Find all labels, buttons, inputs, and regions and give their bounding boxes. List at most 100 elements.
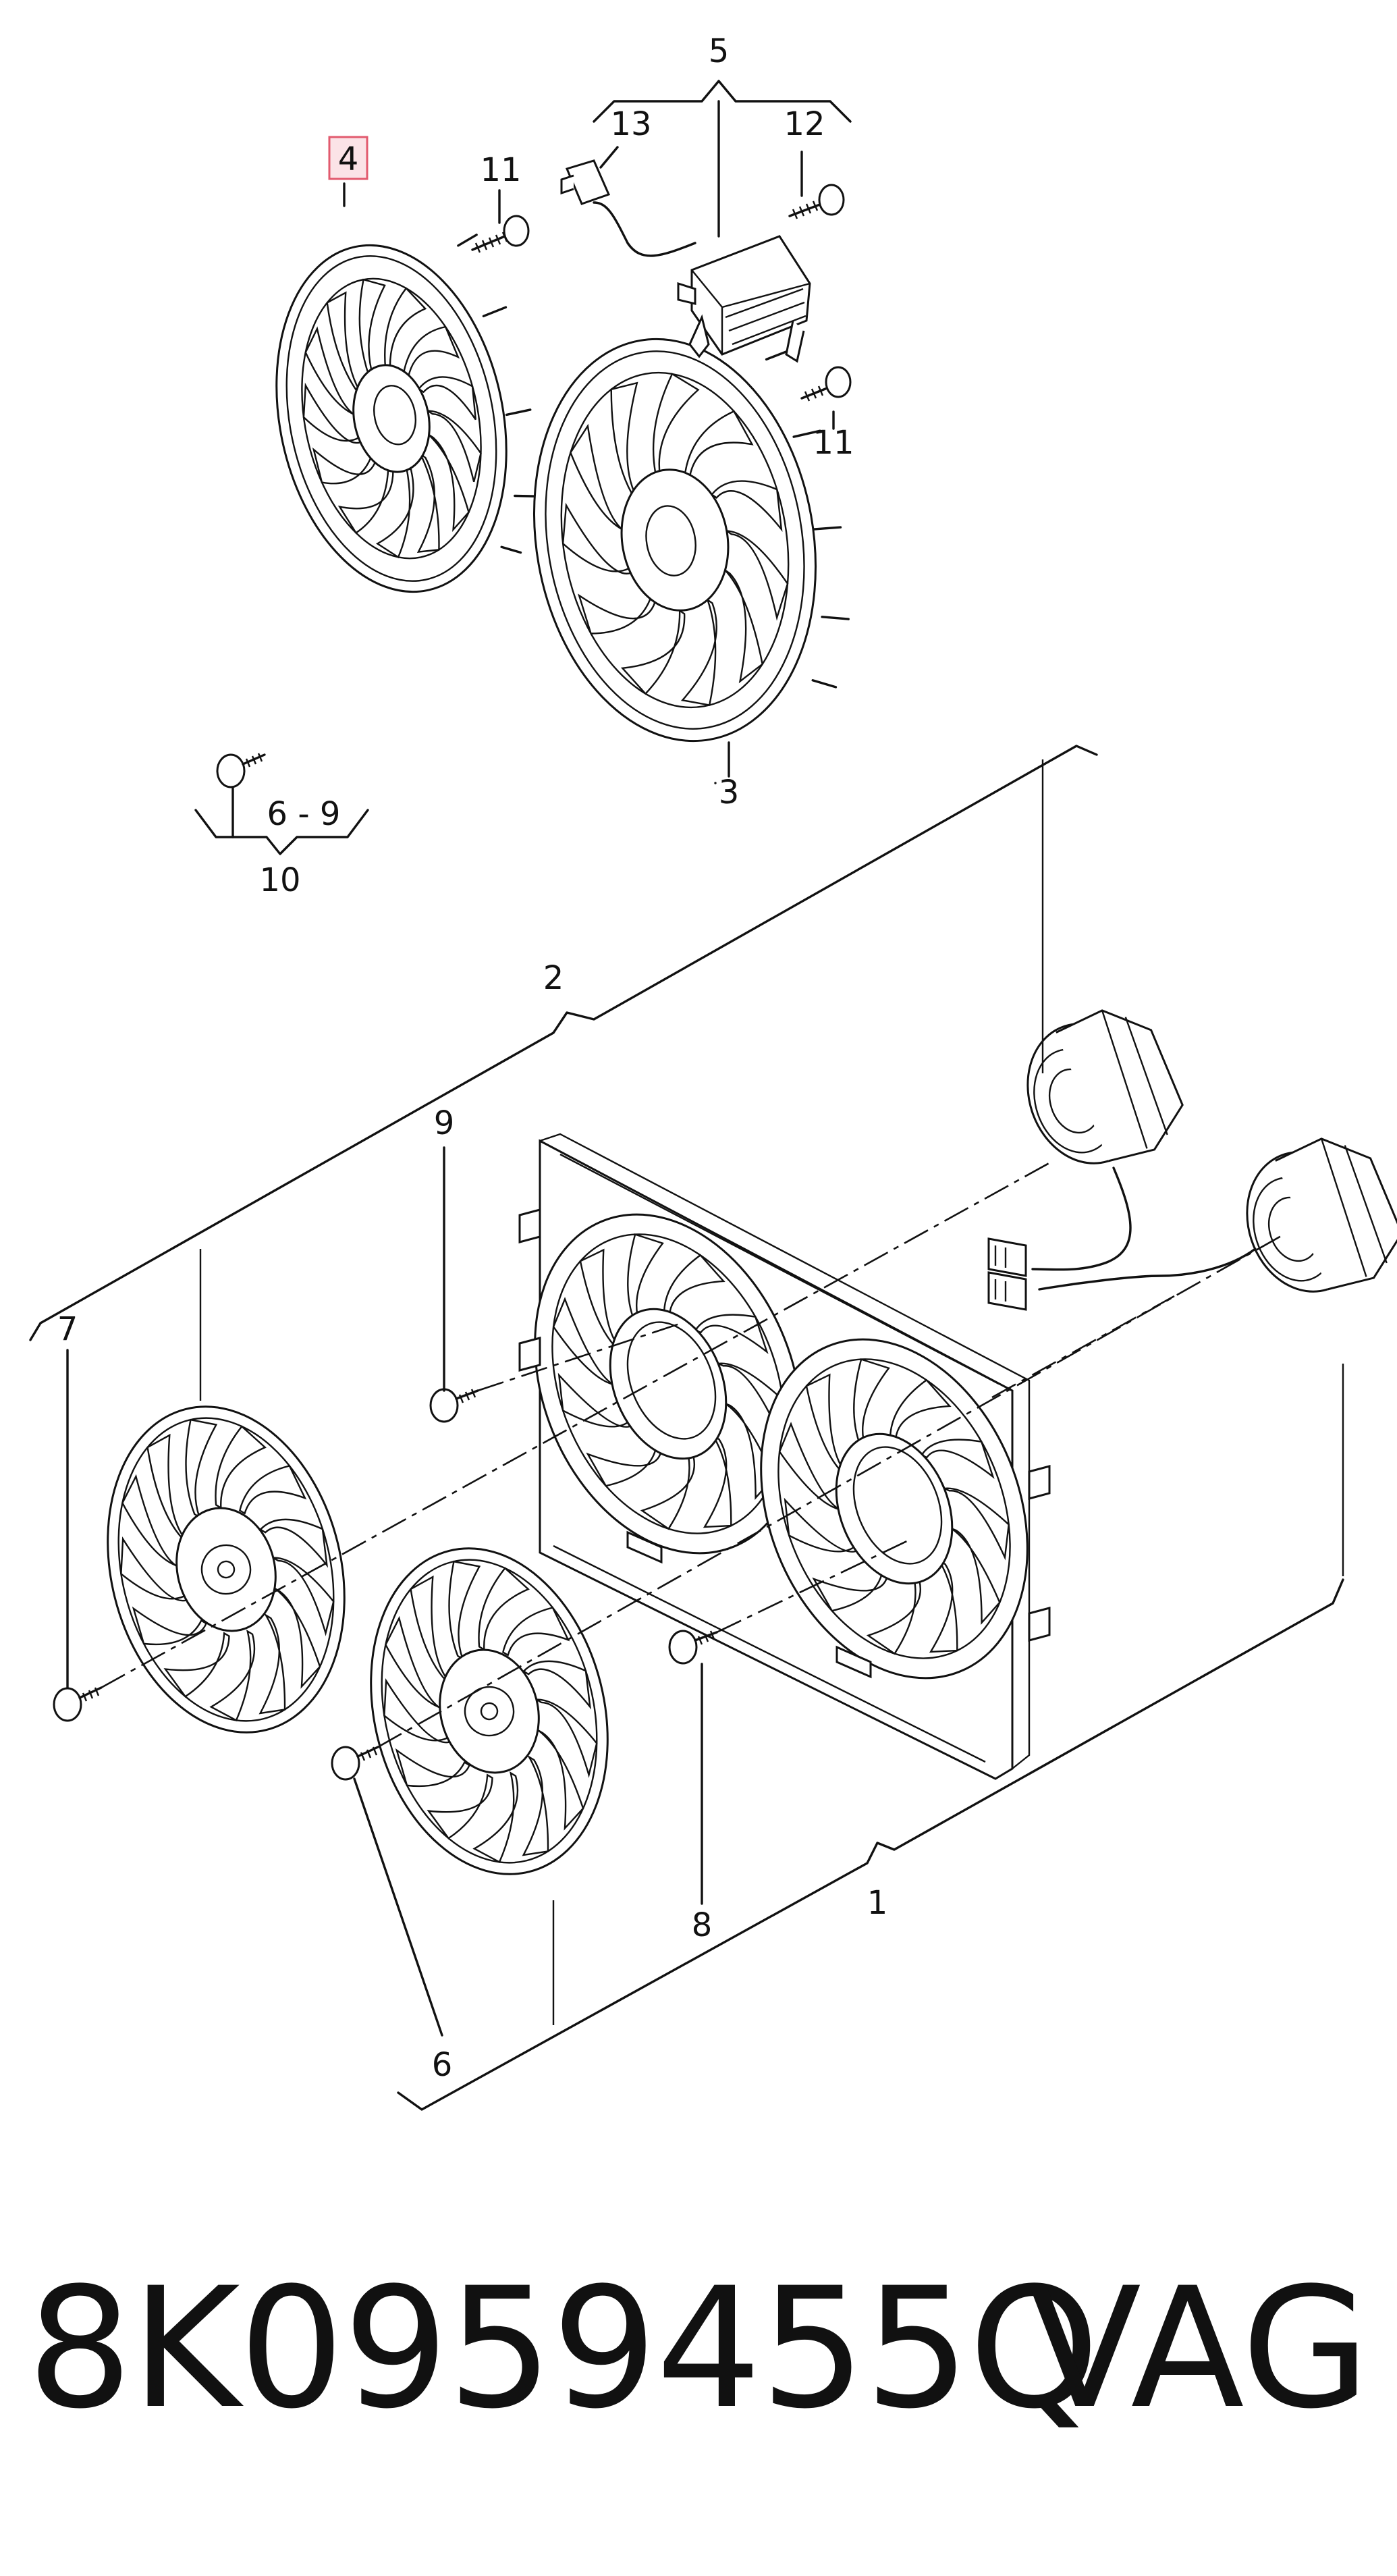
fan-blade [275, 1588, 321, 1689]
fan-blade [312, 447, 377, 485]
fan-blade [784, 1497, 861, 1553]
fan-blade [417, 376, 476, 421]
part-number: 8K0959455Q [27, 2253, 1099, 2446]
fan-blade [533, 1698, 598, 1778]
fan-blade [427, 433, 470, 533]
brackets-bottom [29, 745, 1344, 2111]
fan-blade [302, 382, 365, 444]
fan-blade [853, 1358, 890, 1449]
screw-8 [668, 1630, 718, 1665]
fan-blade [424, 410, 482, 483]
fan-blade [304, 326, 359, 419]
screw-11-top [471, 215, 530, 253]
fan-blade [710, 480, 783, 533]
fan-motor-lower [1246, 1137, 1397, 1293]
screw-7 [53, 1686, 103, 1722]
fan-blade [416, 452, 440, 554]
fan-blade [185, 1418, 218, 1520]
fan-blade [552, 1297, 618, 1388]
fan-blade [694, 1314, 769, 1354]
fan-blade [472, 1771, 519, 1864]
fan-blade [410, 1575, 449, 1682]
fan-blade [663, 1254, 725, 1318]
fan-blade [375, 464, 414, 559]
fan-blade [427, 1773, 493, 1840]
callout-12: 12 [784, 105, 825, 143]
fan-blade [326, 291, 363, 396]
fan-blade [557, 1372, 635, 1428]
fan-blade [703, 1435, 732, 1528]
fan-blade [640, 1452, 695, 1530]
fan-blade [723, 530, 789, 621]
fan-motor-upper [1026, 1009, 1184, 1164]
fan-blade [724, 569, 764, 684]
fan-blade [270, 1557, 335, 1636]
callout-10: 10 [259, 861, 300, 899]
fan-blade [385, 1615, 445, 1711]
fan-blade [478, 1567, 530, 1651]
callout-6: 6 [432, 2046, 453, 2084]
fan-blade [383, 1678, 454, 1744]
fan-blade [950, 1527, 1001, 1625]
brand-name: VAG [1027, 2253, 1370, 2446]
fan-blade [258, 1613, 286, 1715]
fan-blade [121, 1474, 182, 1569]
fan-blade [538, 1729, 584, 1831]
footer: 8K0959455Q VAG [27, 2248, 1370, 2450]
callout-13: 13 [610, 105, 651, 143]
fan-blade [384, 287, 427, 374]
fan-blade [680, 597, 717, 706]
fan-blade [920, 1439, 995, 1479]
fan-blade [941, 1487, 1010, 1561]
fan-blade [577, 593, 656, 635]
fan-blade [805, 1373, 847, 1474]
screw-9 [429, 1388, 479, 1423]
fan-blade [215, 1425, 267, 1509]
leader-lines-top [194, 80, 852, 855]
callout-8: 8 [692, 1906, 713, 1944]
screw-12 [788, 184, 845, 219]
fan-blade [120, 1536, 191, 1602]
highlight-box-4 [328, 136, 368, 180]
callout-5: 5 [709, 32, 730, 70]
fan-blade [395, 1748, 471, 1788]
fan-shroud-assembly [518, 1133, 1051, 1780]
small-fan-assembly [275, 234, 540, 593]
fan-blade [610, 381, 638, 498]
fan-blade [620, 609, 686, 695]
fan-blade [929, 1560, 958, 1653]
fan-blade [627, 1233, 664, 1324]
callout-9: 9 [434, 1104, 455, 1142]
fan-blade [684, 410, 754, 477]
large-fan-assembly [533, 338, 850, 743]
callout-11-mid: 11 [813, 424, 854, 462]
callout-3: 3 [719, 774, 740, 811]
fan-blade [402, 325, 460, 379]
fan-blade [812, 1572, 889, 1612]
front-fan-left [107, 1405, 346, 1734]
fan-blade [522, 1754, 549, 1856]
screw-10 [216, 753, 266, 788]
callout-11-top: 11 [480, 151, 521, 189]
control-unit [560, 159, 811, 363]
fan-blade [337, 465, 394, 535]
axis-lines [101, 1160, 1283, 1748]
fan-blade [652, 373, 700, 477]
fan-blade [778, 1422, 844, 1513]
fan-blade [132, 1606, 208, 1646]
fan-blade [209, 1630, 256, 1722]
fan-blade [259, 1518, 329, 1568]
callout-1: 1 [867, 1884, 888, 1922]
fan-blade [586, 1447, 663, 1487]
screw-6 [331, 1746, 379, 1781]
fan-blade [522, 1660, 592, 1710]
fan-blade [570, 423, 627, 533]
fan-blade [448, 1560, 481, 1661]
fan-blade [163, 1632, 230, 1698]
motor-wiring [987, 1166, 1257, 1311]
screw-11-mid [800, 366, 852, 402]
fan-blade [866, 1577, 921, 1655]
fan-blade [579, 1248, 621, 1349]
fan-blade [561, 502, 635, 574]
